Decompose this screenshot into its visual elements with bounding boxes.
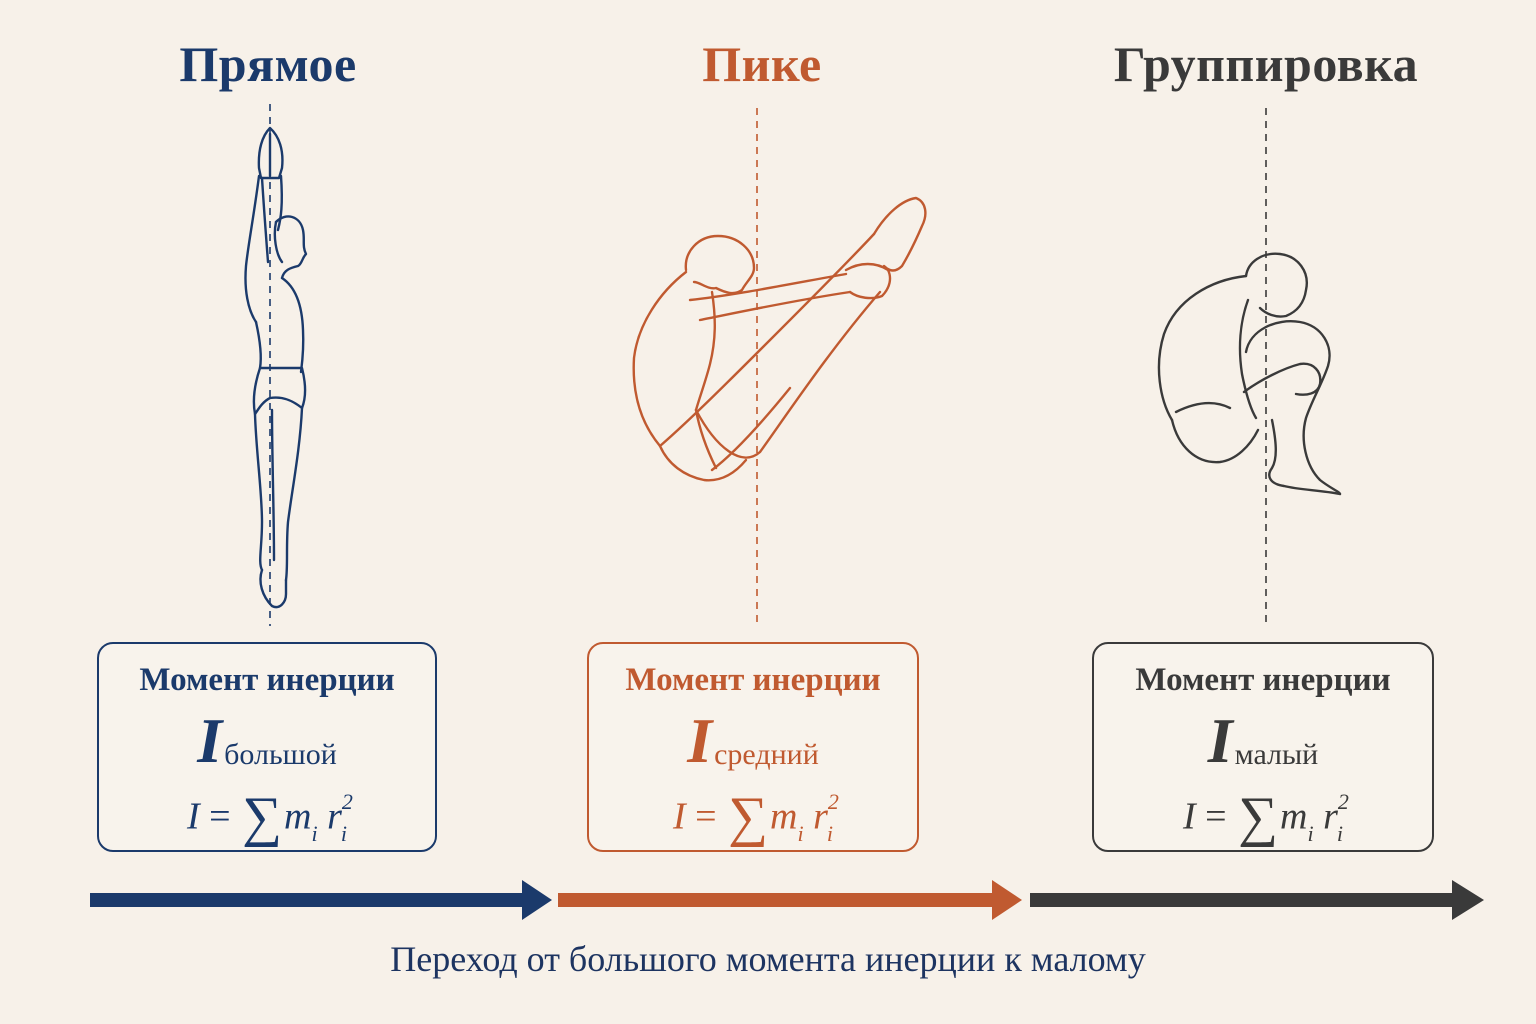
inertia-formula: I = ∑mi r2i: [589, 782, 917, 856]
sigma-icon: ∑: [1238, 785, 1278, 848]
symbol-letter: I: [1207, 705, 1233, 776]
symbol-subscript: малый: [1234, 738, 1319, 771]
pike-diver-icon: [632, 196, 927, 482]
formula-m-index: i: [1307, 821, 1314, 847]
inertia-formula: I = ∑mi r2i: [1094, 782, 1432, 856]
sigma-icon: ∑: [728, 785, 768, 848]
title-tuck: Группировка: [1113, 36, 1419, 92]
arrow-right-icon: [558, 880, 1022, 920]
title-straight: Прямое: [179, 36, 357, 92]
formula-m: m: [770, 795, 798, 838]
symbol-letter: I: [197, 705, 223, 776]
formula-lhs: I: [1182, 795, 1196, 838]
formula-eq: =: [695, 795, 717, 838]
box-label: Момент инерции: [625, 662, 881, 698]
formula-power: 2: [827, 789, 839, 814]
formula-m: m: [1280, 795, 1308, 838]
inertia-symbol: Iбольшой: [99, 706, 435, 793]
formula-m: m: [284, 795, 312, 838]
formula-r-index: i: [826, 821, 833, 847]
formula-lhs: I: [186, 795, 200, 838]
formula-r-index: i: [340, 821, 347, 847]
formula-r-index: i: [1336, 821, 1343, 847]
formula-r: r: [1323, 795, 1338, 838]
transition-caption: Переход от большого момента инерции к ма…: [390, 939, 1146, 979]
inertia-box-tuck: Момент инерции Iмалый I = ∑mi r2i: [1092, 642, 1434, 852]
formula-lhs: I: [672, 795, 686, 838]
inertia-box-pike: Момент инерции Iсредний I = ∑mi r2i: [587, 642, 919, 852]
formula-r: r: [813, 795, 828, 838]
inertia-symbol: Iсредний: [589, 706, 917, 793]
arrow-right-icon: [90, 880, 552, 920]
formula-m-index: i: [797, 821, 804, 847]
formula-eq: =: [209, 795, 231, 838]
symbol-letter: I: [687, 705, 713, 776]
title-pike: Пике: [702, 36, 822, 92]
symbol-subscript: средний: [714, 738, 819, 771]
arrow-right-icon: [1030, 880, 1484, 920]
straight-diver-icon: [244, 126, 308, 609]
box-label: Момент инерции: [139, 662, 395, 698]
inertia-box-straight: Момент инерции Iбольшой I = ∑mi r2i: [97, 642, 437, 852]
formula-r: r: [327, 795, 342, 838]
sigma-icon: ∑: [242, 785, 282, 848]
formula-power: 2: [341, 789, 353, 814]
formula-m-index: i: [311, 821, 318, 847]
tuck-diver-icon: [1157, 252, 1342, 496]
inertia-symbol: Iмалый: [1094, 706, 1432, 793]
symbol-subscript: большой: [224, 738, 337, 771]
formula-power: 2: [1337, 789, 1349, 814]
inertia-formula: I = ∑mi r2i: [99, 782, 435, 856]
formula-eq: =: [1205, 795, 1227, 838]
box-label: Момент инерции: [1135, 662, 1391, 698]
